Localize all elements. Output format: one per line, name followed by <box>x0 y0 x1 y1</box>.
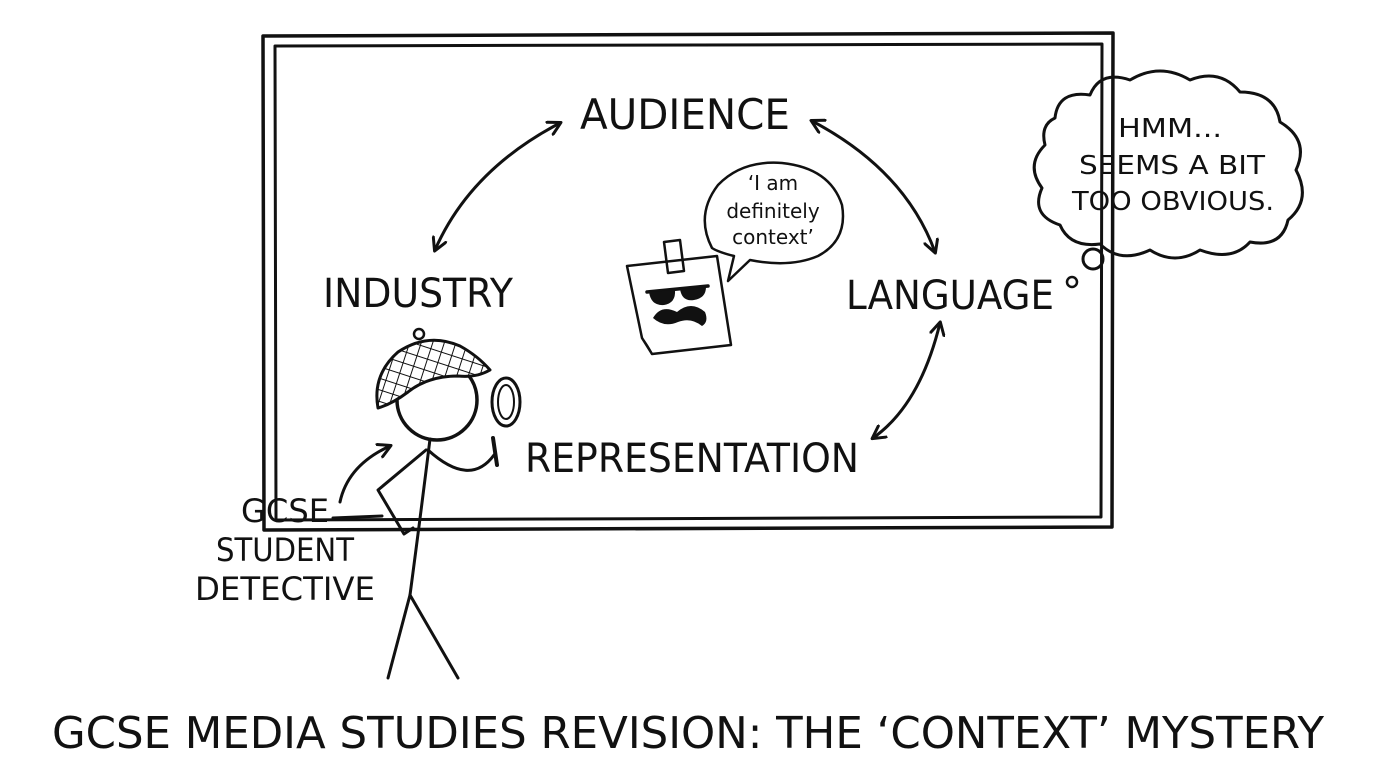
speech-bubble <box>703 161 845 283</box>
speech-line-3: context’ <box>732 225 814 249</box>
student-pointer-arrow <box>338 446 390 504</box>
tape-icon <box>662 238 686 275</box>
thought-line-1: HMM... <box>1118 114 1222 144</box>
thought-cloud <box>1032 69 1304 260</box>
detective-figure <box>375 327 522 680</box>
thought-line-3: TOO OBVIOUS. <box>1071 187 1274 217</box>
student-label-line-1: GCSE <box>241 492 329 530</box>
label-language: LANGUAGE <box>846 273 1054 319</box>
arrow-audience-language <box>812 121 935 252</box>
thought-bubble-dot-small <box>1065 275 1079 289</box>
label-underline <box>331 514 384 520</box>
mustache-icon <box>653 306 707 326</box>
speech-line-1: ‘I am <box>748 171 798 195</box>
deerstalker-hat-icon <box>375 338 492 410</box>
thought-bubble-dot-large <box>1081 247 1105 271</box>
whiteboard-frame <box>261 31 1115 532</box>
label-representation: REPRESENTATION <box>525 436 859 482</box>
sticky-note <box>625 238 733 356</box>
label-audience: AUDIENCE <box>580 90 790 139</box>
speech-line-2: definitely <box>726 199 820 223</box>
sunglasses-icon <box>645 284 710 306</box>
caption: GCSE MEDIA STUDIES REVISION: THE ‘CONTEX… <box>52 708 1324 759</box>
student-label-line-2: STUDENT <box>216 531 354 569</box>
thought-line-2: SEEMS A BIT <box>1079 151 1265 181</box>
magnifying-glass-icon <box>490 376 522 467</box>
label-industry: INDUSTRY <box>323 271 514 317</box>
arrow-audience-industry <box>435 123 560 250</box>
arrow-language-representation <box>873 323 940 438</box>
student-label-line-3: DETECTIVE <box>195 570 375 608</box>
